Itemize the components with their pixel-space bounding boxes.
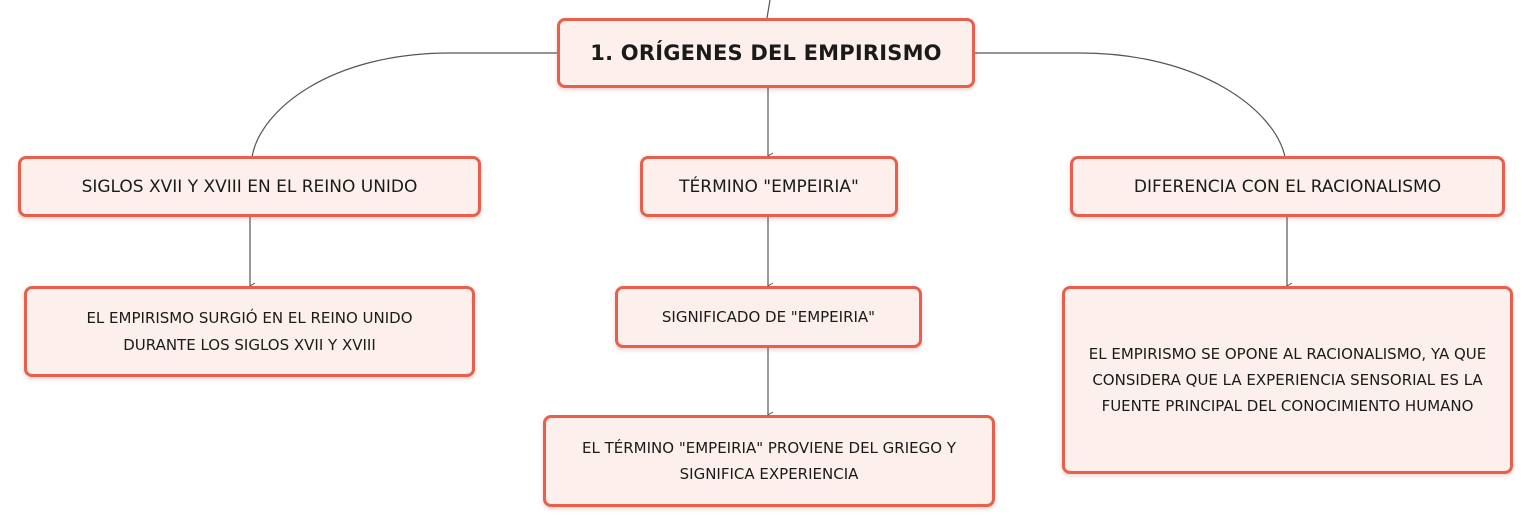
- branch-node-diferencia-label: DIFERENCIA CON EL RACIONALISMO: [1133, 176, 1442, 197]
- branch-node-termino[interactable]: TÉRMINO "EMPEIRIA": [640, 156, 898, 217]
- branch-node-siglos[interactable]: SIGLOS XVII Y XVIII EN EL REINO UNIDO: [18, 156, 481, 217]
- connector-root-to-branch-right: [975, 52, 1286, 158]
- leaf-node-oposicion[interactable]: EL EMPIRISMO SE OPONE AL RACIONALISMO, Y…: [1062, 286, 1513, 474]
- root-node[interactable]: 1. ORÍGENES DEL EMPIRISMO: [557, 18, 975, 88]
- connector-root-to-branch-left: [251, 52, 557, 158]
- leaf-node-surgimiento[interactable]: EL EMPIRISMO SURGIÓ EN EL REINO UNIDO DU…: [24, 286, 475, 377]
- leaf-node-origen-griego[interactable]: EL TÉRMINO "EMPEIRIA" PROVIENE DEL GRIEG…: [543, 415, 995, 507]
- branch-node-termino-label: TÉRMINO "EMPEIRIA": [679, 176, 859, 197]
- mid-node-significado-label: SIGNIFICADO DE "EMPEIRIA": [661, 308, 876, 326]
- mid-node-significado[interactable]: SIGNIFICADO DE "EMPEIRIA": [615, 286, 922, 348]
- leaf-node-surgimiento-label: EL EMPIRISMO SURGIÓ EN EL REINO UNIDO DU…: [86, 309, 413, 354]
- branch-node-diferencia[interactable]: DIFERENCIA CON EL RACIONALISMO: [1070, 156, 1505, 217]
- connector-from-parent: [766, 0, 771, 19]
- leaf-node-origen-griego-label: EL TÉRMINO "EMPEIRIA" PROVIENE DEL GRIEG…: [582, 438, 956, 483]
- branch-node-siglos-label: SIGLOS XVII Y XVIII EN EL REINO UNIDO: [81, 176, 418, 197]
- root-node-label: 1. ORÍGENES DEL EMPIRISMO: [590, 41, 942, 65]
- leaf-node-oposicion-label: EL EMPIRISMO SE OPONE AL RACIONALISMO, Y…: [1088, 344, 1487, 416]
